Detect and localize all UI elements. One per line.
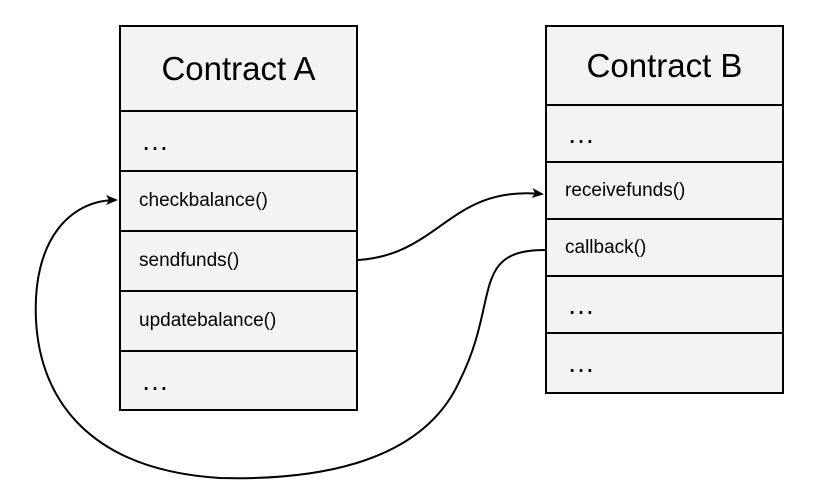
contract-b-title: Contract B: [547, 27, 782, 106]
contract-b-row-ellipsis-bottom: …: [567, 347, 598, 378]
contract-a-box: Contract A … checkbalance() sendfunds() …: [119, 25, 358, 411]
edge-callback-to-checkbalance: [34, 195, 546, 480]
contract-b-row-receivefunds: receivefunds(): [547, 163, 782, 220]
contract-b-row-callback: callback(): [547, 220, 782, 277]
contract-a-row-ellipsis-bottom: …: [141, 364, 172, 396]
contract-a-title: Contract A: [121, 27, 356, 112]
contract-a-row-sendfunds: sendfunds(): [121, 232, 356, 292]
contract-a-row-updatebalance: updatebalance(): [121, 292, 356, 352]
contract-b-row-ellipsis-middle: …: [547, 277, 782, 334]
contract-b-box: Contract B … receivefunds() callback() ……: [545, 25, 784, 394]
contract-a-row-ellipsis-top: …: [121, 112, 356, 172]
contract-a-row-checkbalance: checkbalance(): [121, 172, 356, 232]
edge-sendfunds-to-receivefunds: [357, 188, 544, 261]
contract-b-row-ellipsis-top: …: [547, 106, 782, 163]
